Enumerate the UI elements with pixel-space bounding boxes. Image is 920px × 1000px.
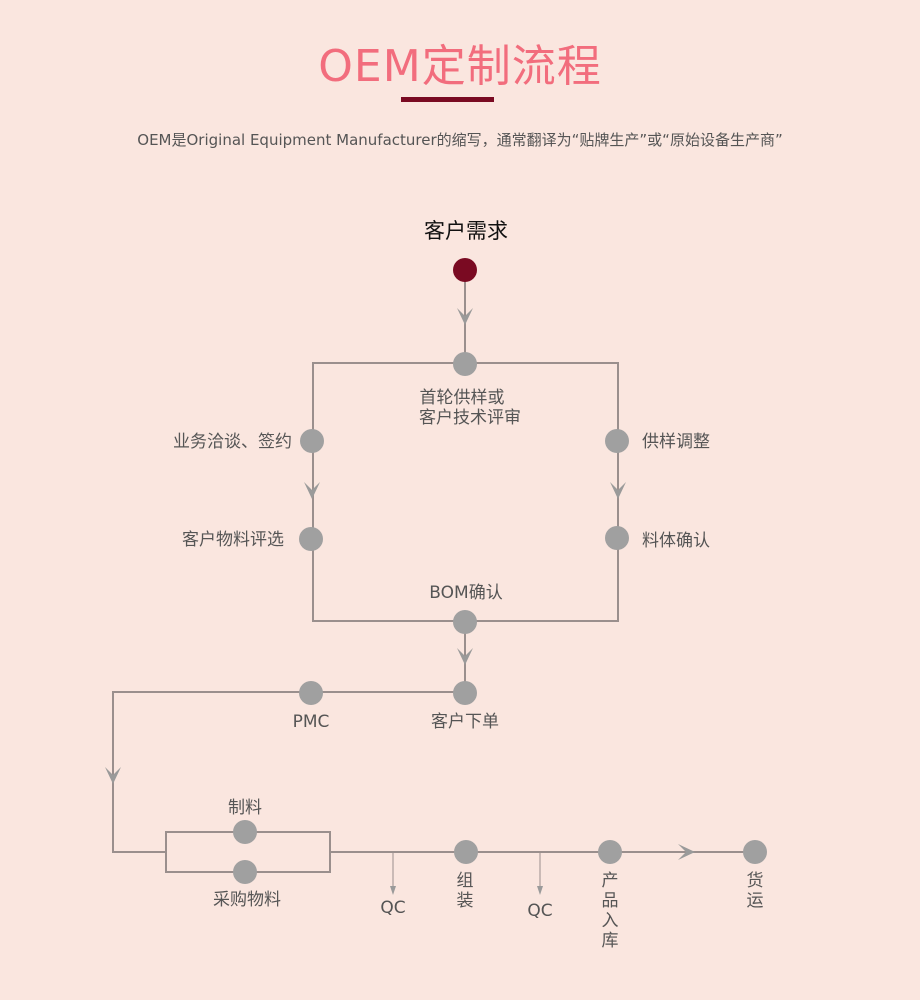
start-node [453, 258, 477, 282]
label-bom: BOM确认 [429, 583, 502, 603]
arrow-down-icon [537, 886, 543, 895]
node-sample-adjust [605, 429, 629, 453]
page-subtitle: OEM是Original Equipment Manufacturer的缩写，通… [137, 131, 783, 149]
node-assemble [454, 840, 478, 864]
label-qc: QC [527, 901, 552, 921]
label-storage: 品 [602, 891, 619, 911]
label-assemble: 组 [457, 871, 474, 891]
node-storage [598, 840, 622, 864]
label-order: 客户下单 [431, 712, 499, 732]
arrow-down-icon [390, 886, 396, 895]
node-bom [453, 610, 477, 634]
node-body-confirm [605, 526, 629, 550]
label-ship: 货 [747, 871, 764, 891]
page-title: OEM定制流程 [318, 41, 602, 92]
arrow-down-icon [610, 482, 626, 499]
label-body-confirm: 料体确认 [642, 531, 710, 551]
node-purchase [233, 860, 257, 884]
node-ship [743, 840, 767, 864]
arrow-down-icon [304, 482, 320, 499]
arrow-down-icon [457, 308, 473, 325]
arrow-right-icon [678, 844, 695, 860]
node-first-sample [453, 352, 477, 376]
label-storage: 入 [602, 911, 619, 931]
label-make: 制料 [228, 798, 262, 818]
label-first-sample: 首轮供样或 [420, 388, 505, 408]
label-start: 客户需求 [424, 219, 508, 243]
node-material-select [299, 527, 323, 551]
node-negotiate [300, 429, 324, 453]
label-pmc: PMC [293, 712, 330, 732]
node-pmc [299, 681, 323, 705]
label-assemble: 装 [457, 891, 474, 911]
node-order [453, 681, 477, 705]
label-storage: 产 [602, 871, 619, 891]
title-underline [401, 97, 494, 102]
label-storage: 库 [602, 931, 619, 951]
label-first-sample: 客户技术评审 [419, 408, 521, 428]
arrow-down-icon [457, 648, 473, 665]
label-negotiate: 业务洽谈、签约 [173, 432, 292, 452]
label-ship: 运 [747, 891, 764, 911]
label-qc: QC [380, 898, 405, 918]
label-sample-adjust: 供样调整 [642, 432, 710, 452]
label-purchase: 采购物料 [213, 890, 281, 910]
arrow-down-icon [105, 767, 121, 784]
label-material-select: 客户物料评选 [182, 530, 284, 550]
connector-line [112, 691, 465, 853]
node-make [233, 820, 257, 844]
